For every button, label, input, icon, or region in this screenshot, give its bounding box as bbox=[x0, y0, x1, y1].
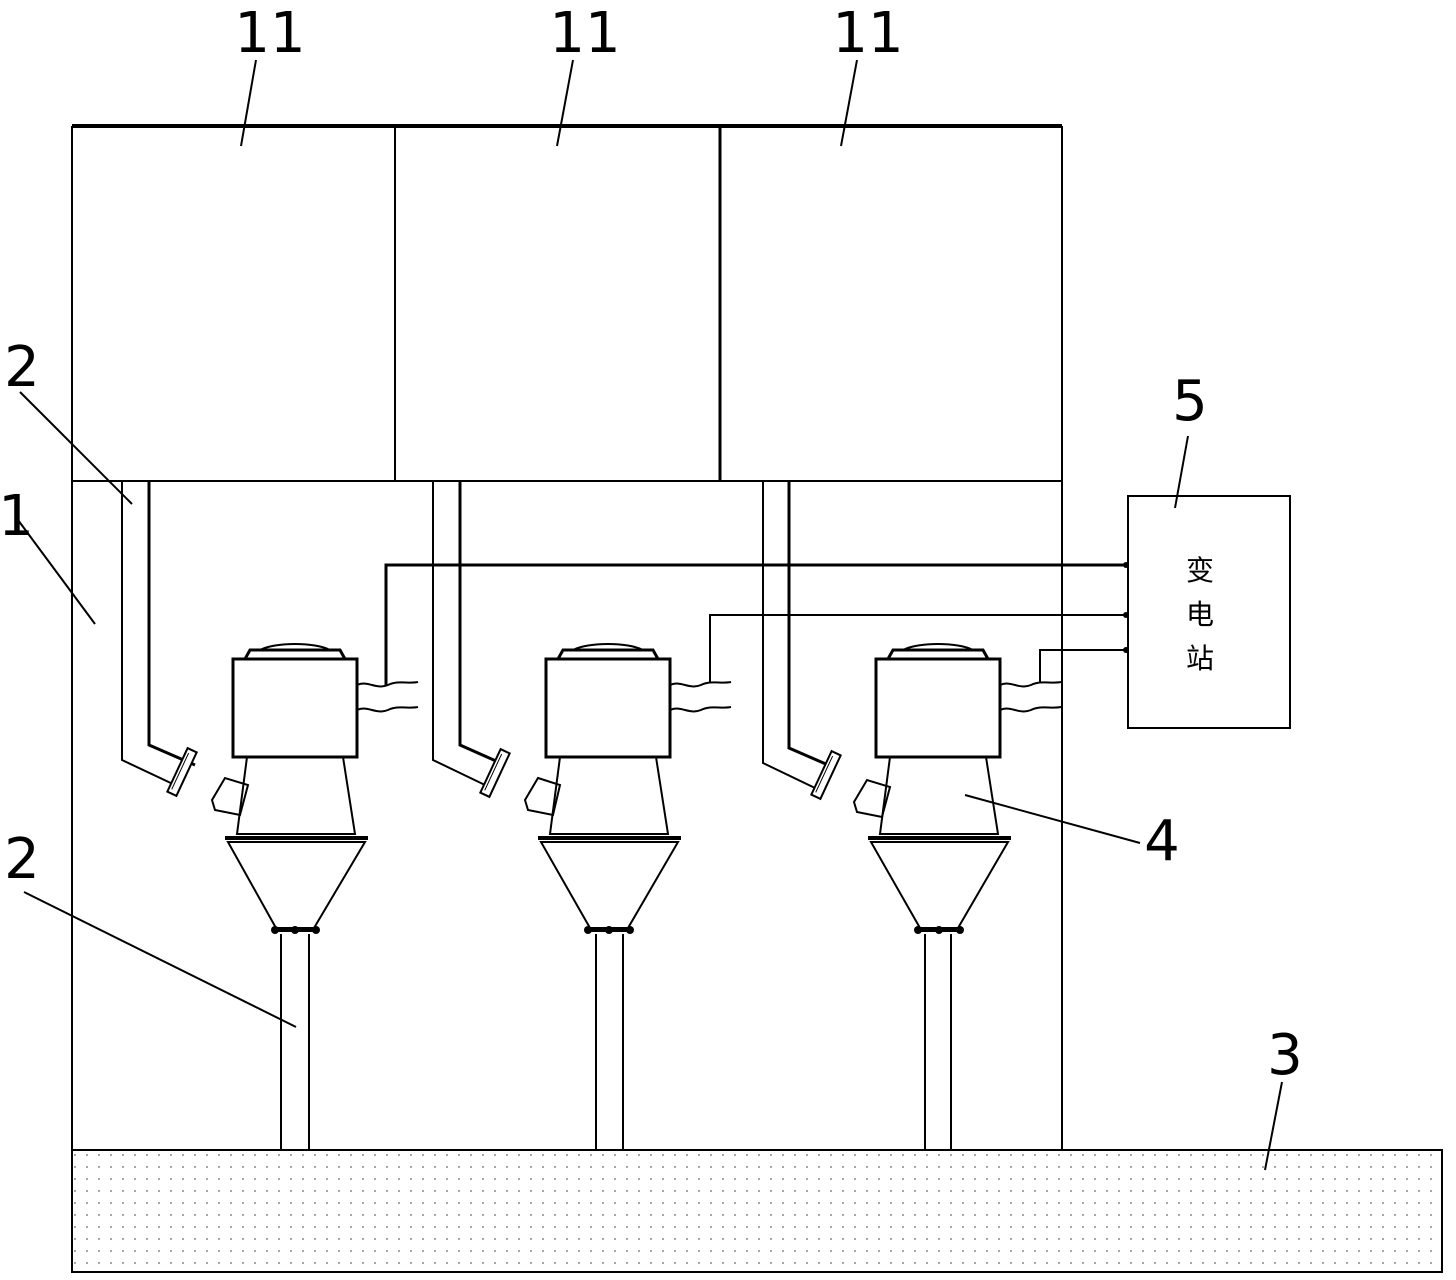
turbine-unit-3 bbox=[762, 481, 1062, 1150]
label-penstock-lower: 2 bbox=[4, 827, 40, 892]
label-penstock-upper: 2 bbox=[4, 335, 40, 400]
turbine-unit-1 bbox=[121, 481, 419, 1150]
label-river: 3 bbox=[1267, 1023, 1303, 1088]
substation-box: 变 电 站 bbox=[1127, 495, 1291, 729]
ground-tailwater bbox=[71, 1149, 1443, 1273]
label-dam: 1 bbox=[0, 484, 34, 549]
flange-valve-2 bbox=[478, 747, 512, 799]
leader-lines bbox=[17, 59, 1283, 1171]
label-substation: 5 bbox=[1172, 369, 1208, 434]
label-reservoir-2: 11 bbox=[549, 1, 620, 66]
substation-char-3: 站 bbox=[1186, 642, 1214, 675]
label-reservoir-1: 11 bbox=[234, 1, 305, 66]
label-reservoir-3: 11 bbox=[832, 1, 903, 66]
substation-char-1: 变 bbox=[1186, 554, 1214, 587]
turbine-unit-2 bbox=[432, 481, 732, 1150]
power-cables bbox=[384, 562, 1129, 685]
dam-structure bbox=[71, 124, 1063, 1150]
substation-char-2: 电 bbox=[1186, 598, 1214, 631]
label-turbine: 4 bbox=[1144, 809, 1180, 874]
flange-valve-3 bbox=[809, 749, 843, 801]
flange-valve-1 bbox=[165, 746, 199, 798]
